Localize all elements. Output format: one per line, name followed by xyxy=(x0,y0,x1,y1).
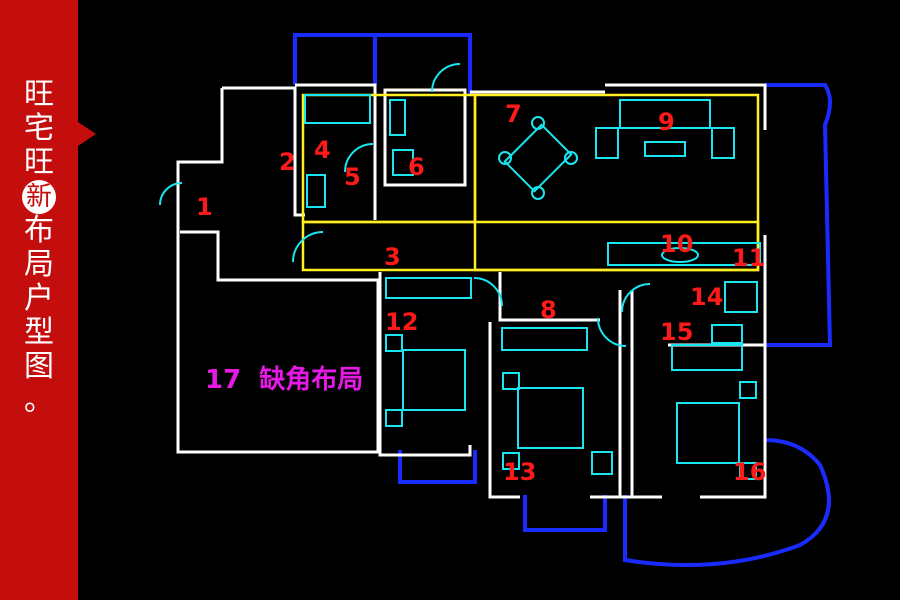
armchair xyxy=(595,127,619,159)
sofa xyxy=(619,99,711,129)
wall-bedroom-divider xyxy=(618,290,634,497)
room-number-10: 10 xyxy=(660,230,693,258)
room-number-11: 11 xyxy=(732,244,765,272)
dining-chair xyxy=(498,151,512,165)
coffee-table xyxy=(644,141,686,157)
bed xyxy=(517,387,584,449)
balcony-curved xyxy=(623,438,831,567)
nightstand xyxy=(502,372,520,390)
sidebar-title: 旺 宅 旺 新 布 局 户 型 图 。 xyxy=(14,78,64,418)
dining-chair xyxy=(531,116,545,130)
nightstand xyxy=(385,334,403,352)
title-char: 。 xyxy=(24,383,54,418)
room-number-5: 5 xyxy=(344,163,361,191)
room-number-13: 13 xyxy=(503,458,536,486)
title-char: 宅 xyxy=(24,111,54,146)
room-number-7: 7 xyxy=(505,100,522,128)
wall-hall xyxy=(498,272,600,322)
toilet xyxy=(306,174,326,208)
bath-door-arc xyxy=(344,143,374,173)
kitchen-stove xyxy=(392,149,414,176)
bath-door-arc xyxy=(621,283,651,313)
nightstand xyxy=(739,462,757,480)
nightstand xyxy=(385,409,403,427)
room-number-15: 15 xyxy=(660,318,693,346)
shower-tray xyxy=(724,281,758,313)
zone-outlines xyxy=(301,93,760,272)
title-char: 布 xyxy=(24,213,54,248)
wardrobe xyxy=(385,277,472,299)
missing-corner-label: 17 缺角布局 xyxy=(205,364,363,395)
room-number-3: 3 xyxy=(384,243,401,271)
bed xyxy=(402,349,466,411)
entry-door-arc xyxy=(159,182,183,206)
balcony-top-right xyxy=(375,33,472,95)
tv-unit xyxy=(661,247,699,263)
wardrobe xyxy=(671,344,743,371)
title-char: 局 xyxy=(24,247,54,282)
wall-bedrooms xyxy=(378,272,662,499)
balcony-bottom-1 xyxy=(398,450,477,484)
room-numbers: 1 2 3 4 5 6 7 8 9 10 11 12 13 14 15 16 xyxy=(196,100,766,486)
tv-cabinet xyxy=(607,242,761,266)
desk-chair xyxy=(591,451,613,475)
wardrobe xyxy=(501,327,588,351)
zone-corridor xyxy=(301,220,760,272)
missing-corner-outline xyxy=(176,180,380,454)
room-number-4: 4 xyxy=(314,136,331,164)
sidebar xyxy=(0,0,78,600)
room-number-2: 2 xyxy=(279,148,296,176)
walls xyxy=(176,83,767,499)
title-char: 户 xyxy=(24,281,54,316)
title-char: 旺 xyxy=(24,77,54,112)
title-char: 型 xyxy=(24,315,54,350)
nightstand xyxy=(502,452,520,470)
zone-wet-area xyxy=(301,93,477,224)
wall-entry-top xyxy=(222,86,305,217)
kitchen-door-arc xyxy=(431,63,461,93)
title-char: 图 xyxy=(24,349,54,384)
sidebar-arrow xyxy=(78,122,96,146)
corridor-door-arc xyxy=(292,231,324,263)
bedroom-door-arc xyxy=(473,277,503,307)
kitchen-sink xyxy=(389,99,406,136)
room-number-14: 14 xyxy=(690,283,723,311)
washbasin xyxy=(711,324,743,344)
balcony-bottom-2 xyxy=(523,495,607,532)
dining-table xyxy=(503,123,573,193)
room-number-12: 12 xyxy=(385,308,418,336)
bed xyxy=(676,402,740,464)
room-number-16: 16 xyxy=(733,458,766,486)
room-number-9: 9 xyxy=(658,108,675,136)
bedroom-door-arc xyxy=(597,317,627,347)
dining-chair xyxy=(564,151,578,165)
armchair xyxy=(711,127,735,159)
furniture xyxy=(159,63,761,480)
nightstand xyxy=(739,381,757,399)
balcony-right xyxy=(765,83,833,347)
wall-kitchen xyxy=(383,88,467,187)
balcony-top-left xyxy=(293,33,377,85)
wall-entry-left xyxy=(176,88,224,180)
balcony-outlines xyxy=(293,33,833,567)
wall-bath-2 xyxy=(295,83,377,220)
title-char: 旺 xyxy=(24,145,54,180)
wall-top-living xyxy=(470,83,767,130)
room-number-6: 6 xyxy=(408,153,425,181)
dining-chair xyxy=(531,186,545,200)
title-char-highlight: 新 xyxy=(22,180,56,214)
bathtub xyxy=(304,94,371,124)
room-number-1: 1 xyxy=(196,193,213,221)
room-number-8: 8 xyxy=(540,296,557,324)
